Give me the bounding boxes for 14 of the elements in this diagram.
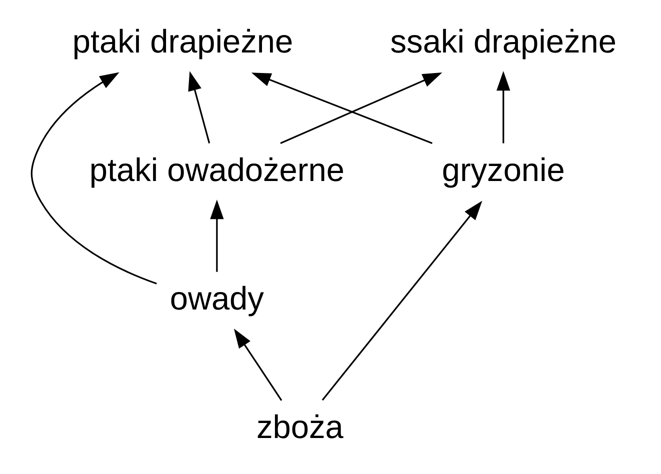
arrow (30, 72, 157, 284)
arrow (234, 328, 282, 401)
node-text: ssaki drapieżne (390, 23, 616, 60)
node-text: gryzonie (442, 152, 565, 188)
node-text: zboża (256, 409, 344, 445)
arrow (188, 71, 210, 144)
arrow (251, 72, 432, 144)
arrow (280, 72, 442, 144)
arrow (496, 71, 510, 144)
node-text: owady (170, 280, 264, 316)
node-text: ptaki owadożerne (89, 152, 344, 188)
node-text: ptaki drapieżne (72, 23, 294, 60)
arrow (210, 200, 224, 272)
arrow (322, 200, 482, 401)
